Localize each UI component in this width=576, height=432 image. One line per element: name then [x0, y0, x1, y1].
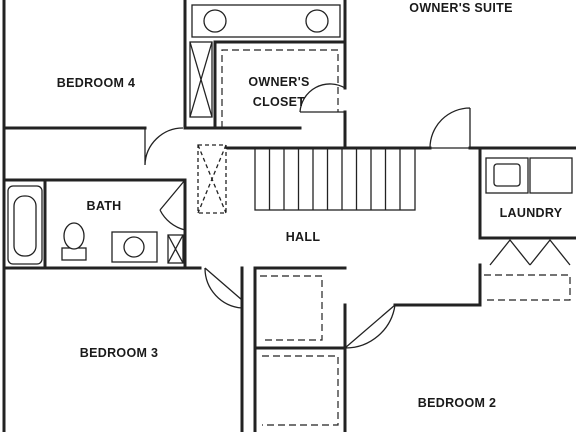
label-bath: BATH: [87, 199, 122, 213]
label-bedroom-2: BEDROOM 2: [418, 396, 496, 410]
label-bedroom-3: BEDROOM 3: [80, 346, 158, 360]
label-bedroom-4: BEDROOM 4: [57, 76, 135, 90]
fixtures: [7, 4, 573, 265]
doors: [144, 83, 571, 349]
toilet: [61, 247, 87, 261]
utility-boxes: [167, 41, 227, 264]
room-labels: OWNER'S SUITE BEDROOM 4 OWNER'S CLOSET B…: [57, 1, 563, 410]
closet-shelving: [221, 49, 571, 426]
label-owners-closet-line1: OWNER'S: [248, 75, 309, 89]
dryer: [529, 157, 573, 194]
label-hall: HALL: [286, 230, 321, 244]
label-laundry: LAUNDRY: [500, 206, 563, 220]
label-owners-suite: OWNER'S SUITE: [409, 1, 512, 15]
label-owners-closet-line2: CLOSET: [253, 95, 306, 109]
staircase: [254, 147, 416, 211]
